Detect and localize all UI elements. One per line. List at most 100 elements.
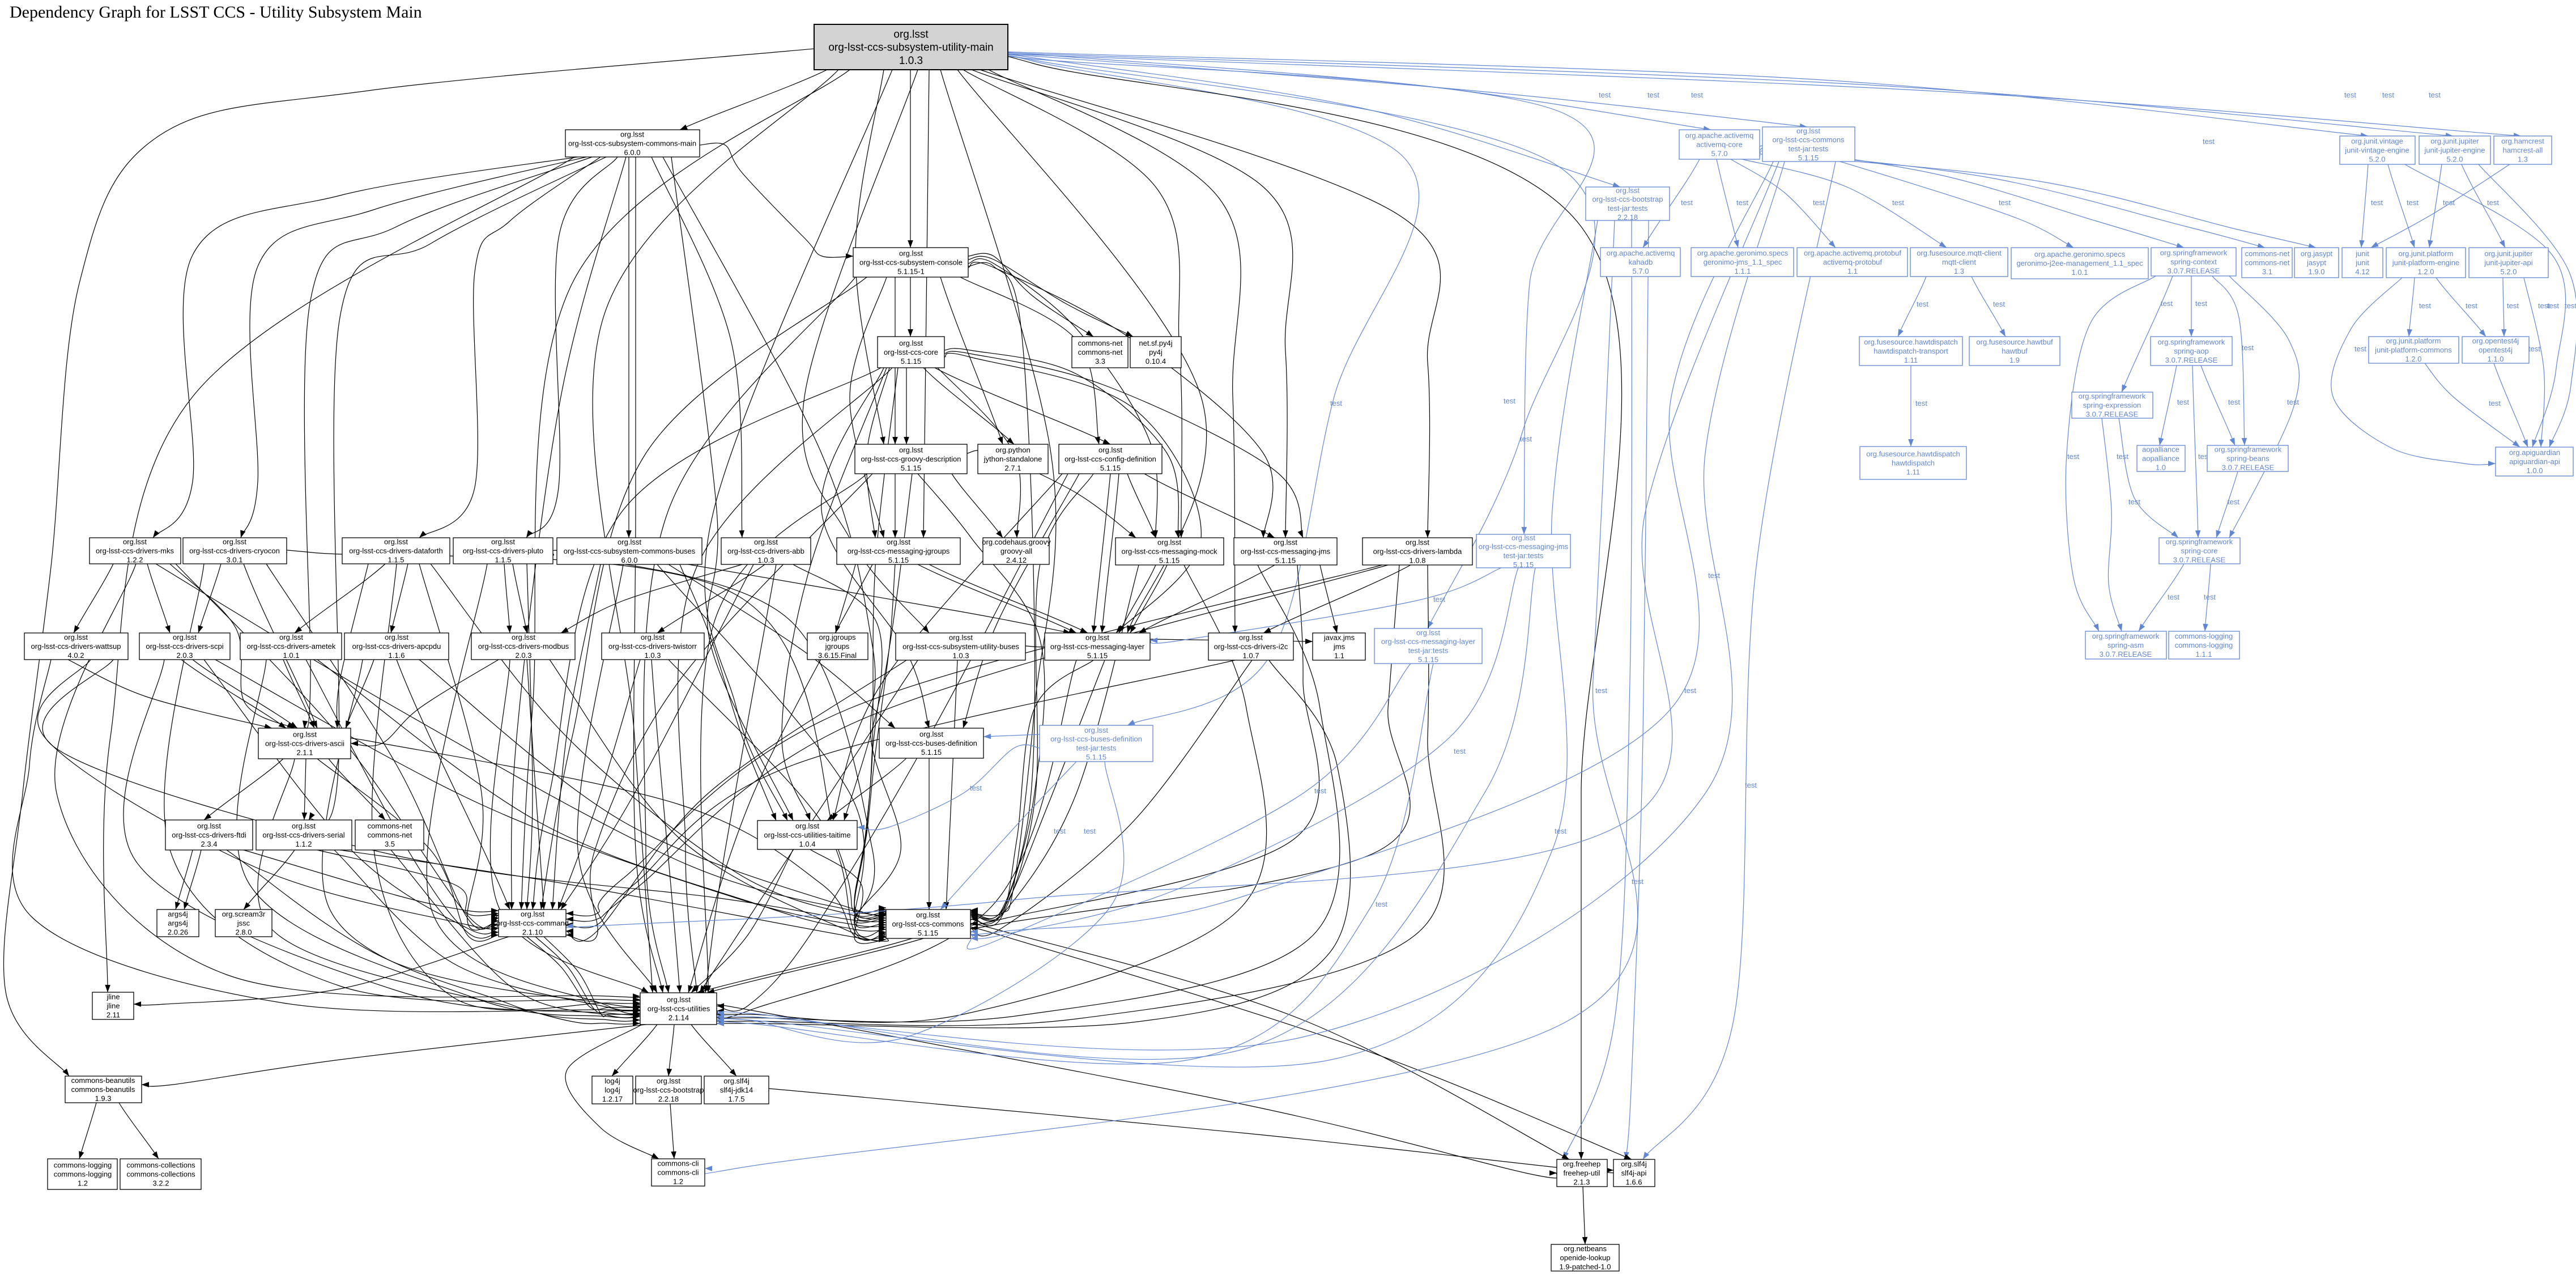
svg-text:3.0.7.RELEASE: 3.0.7.RELEASE [2222, 463, 2275, 471]
svg-text:org-lsst-ccs-core: org-lsst-ccs-core [884, 348, 938, 356]
svg-text:1.9.0: 1.9.0 [2309, 267, 2325, 276]
svg-text:org.lsst: org.lsst [1098, 446, 1122, 454]
svg-text:1.3: 1.3 [1954, 267, 1964, 275]
svg-text:3.0.7.RELEASE: 3.0.7.RELEASE [2168, 266, 2220, 275]
svg-text:5.1.15: 5.1.15 [1087, 651, 1108, 660]
svg-text:junit-platform-engine: junit-platform-engine [2392, 258, 2460, 267]
svg-text:spring-expression: spring-expression [2083, 401, 2141, 410]
svg-text:spring-aop: spring-aop [2174, 347, 2208, 355]
svg-text:commons-logging: commons-logging [2175, 641, 2233, 649]
svg-text:1.0.3: 1.0.3 [899, 55, 923, 67]
svg-text:3.0.1: 3.0.1 [227, 555, 243, 564]
svg-text:test: test [1736, 198, 1748, 207]
svg-text:spring-context: spring-context [2170, 258, 2217, 266]
svg-text:test: test [1454, 747, 1466, 755]
svg-text:org.lsst: org.lsst [919, 730, 943, 738]
svg-text:org.junit.vintage: org.junit.vintage [2351, 137, 2403, 146]
svg-text:py4j: py4j [1149, 348, 1163, 356]
svg-text:org.lsst: org.lsst [384, 538, 408, 546]
svg-text:org-lsst-ccs-drivers-wattsup: org-lsst-ccs-drivers-wattsup [31, 642, 121, 651]
svg-text:2.4.12: 2.4.12 [1006, 556, 1027, 564]
svg-text:test: test [1647, 91, 1659, 99]
svg-text:1.2.0: 1.2.0 [2418, 267, 2434, 276]
svg-text:org.springframework: org.springframework [2215, 445, 2282, 454]
svg-text:org.springframework: org.springframework [2079, 392, 2146, 401]
svg-text:commons-net: commons-net [1078, 348, 1123, 356]
svg-text:1.1.5: 1.1.5 [388, 555, 405, 564]
svg-text:5.2.0: 5.2.0 [2369, 155, 2386, 163]
svg-text:commons-beanutils: commons-beanutils [71, 1085, 135, 1094]
svg-text:org.jgroups: org.jgroups [819, 633, 856, 641]
svg-text:test: test [2547, 301, 2559, 310]
svg-text:org.hamcrest: org.hamcrest [2501, 137, 2544, 146]
svg-text:3.0.7.RELEASE: 3.0.7.RELEASE [2173, 555, 2226, 564]
svg-text:test: test [2528, 345, 2540, 353]
svg-text:commons-collections: commons-collections [126, 1161, 195, 1170]
svg-text:org-lsst-ccs-drivers-mks: org-lsst-ccs-drivers-mks [96, 547, 174, 555]
svg-text:commons-logging: commons-logging [54, 1161, 112, 1170]
svg-text:5.7.0: 5.7.0 [1633, 267, 1649, 275]
svg-text:commons-cli: commons-cli [658, 1159, 699, 1168]
svg-text:org.freehep: org.freehep [1563, 1160, 1601, 1168]
svg-text:slf4j-jdk14: slf4j-jdk14 [720, 1086, 753, 1094]
svg-text:jline: jline [106, 1002, 120, 1010]
svg-text:org-lsst-ccs-bootstrap: org-lsst-ccs-bootstrap [1593, 195, 1663, 203]
svg-text:org.apache.geronimo.specs: org.apache.geronimo.specs [2034, 250, 2126, 258]
svg-text:org.lsst: org.lsst [1406, 538, 1429, 547]
svg-text:junit-vintage-engine: junit-vintage-engine [2344, 146, 2409, 155]
svg-text:test: test [1813, 198, 1825, 207]
svg-text:5.1.15: 5.1.15 [1086, 753, 1106, 761]
svg-text:1.2.17: 1.2.17 [602, 1095, 623, 1103]
svg-text:org.lsst: org.lsst [223, 538, 246, 546]
svg-text:5.2.0: 5.2.0 [2501, 267, 2517, 276]
svg-text:commons-cli: commons-cli [658, 1168, 699, 1177]
svg-text:org.opentest4j: org.opentest4j [2472, 337, 2519, 345]
svg-text:5.1.15: 5.1.15 [921, 748, 942, 756]
svg-text:org-lsst-ccs-messaging-jms: org-lsst-ccs-messaging-jms [1241, 547, 1331, 556]
svg-text:test: test [1376, 900, 1387, 908]
svg-text:org.lsst: org.lsst [899, 339, 923, 347]
svg-text:1.1.2: 1.1.2 [296, 840, 312, 848]
svg-text:org-lsst-ccs-drivers-abb: org-lsst-ccs-drivers-abb [727, 547, 804, 555]
svg-text:org.junit.jupiter: org.junit.jupiter [2430, 137, 2479, 146]
svg-text:test: test [2344, 91, 2356, 99]
svg-text:hamcrest-all: hamcrest-all [2503, 146, 2543, 155]
svg-text:junit: junit [2355, 249, 2369, 258]
svg-text:org.fusesource.hawtdispatch: org.fusesource.hawtdispatch [1866, 450, 1960, 458]
svg-text:org.lsst: org.lsst [279, 633, 303, 641]
svg-text:log4j: log4j [604, 1086, 620, 1094]
svg-text:org.slf4j: org.slf4j [723, 1077, 750, 1085]
svg-text:activemq-core: activemq-core [1696, 141, 1743, 149]
svg-text:org.fusesource.hawtdispatch: org.fusesource.hawtdispatch [1864, 338, 1957, 346]
svg-text:org.apache.activemq: org.apache.activemq [1607, 249, 1675, 257]
svg-text:test: test [1504, 397, 1515, 405]
svg-text:org.lsst: org.lsst [949, 634, 973, 642]
svg-text:test: test [2371, 198, 2383, 207]
svg-text:3.1: 3.1 [2262, 267, 2272, 276]
svg-text:test: test [1917, 300, 1928, 308]
svg-text:org.lsst: org.lsst [1511, 533, 1535, 542]
svg-text:test: test [2507, 301, 2519, 310]
svg-text:test: test [2161, 299, 2173, 308]
svg-text:org.lsst: org.lsst [641, 633, 665, 641]
svg-text:org.lsst: org.lsst [512, 633, 535, 641]
svg-text:org.lsst: org.lsst [1084, 726, 1108, 734]
svg-text:test: test [1555, 827, 1566, 835]
svg-text:test: test [970, 784, 982, 792]
svg-text:org.lsst: org.lsst [1239, 634, 1263, 642]
svg-text:5.1.15: 5.1.15 [1513, 560, 1534, 569]
svg-text:org-lsst-ccs-groovy-descriptio: org-lsst-ccs-groovy-description [861, 455, 961, 464]
svg-text:org-lsst-ccs-subsystem-console: org-lsst-ccs-subsystem-console [859, 258, 963, 267]
svg-text:org.lsst: org.lsst [385, 633, 408, 641]
svg-text:5.1.15: 5.1.15 [901, 357, 921, 366]
svg-text:4.12: 4.12 [2355, 267, 2369, 276]
svg-text:org.lsst: org.lsst [1085, 634, 1109, 642]
svg-text:5.1.15: 5.1.15 [1275, 556, 1296, 564]
svg-text:org-lsst-ccs-utilities-taitime: org-lsst-ccs-utilities-taitime [764, 831, 850, 839]
svg-text:2.1.1: 2.1.1 [297, 748, 313, 756]
svg-text:1.1.1: 1.1.1 [1735, 267, 1751, 275]
svg-text:test: test [2242, 343, 2254, 352]
svg-text:org-lsst-ccs-messaging-mock: org-lsst-ccs-messaging-mock [1121, 547, 1217, 556]
svg-text:jython-standalone: jython-standalone [983, 455, 1042, 464]
svg-text:org.springframework: org.springframework [2160, 249, 2228, 257]
